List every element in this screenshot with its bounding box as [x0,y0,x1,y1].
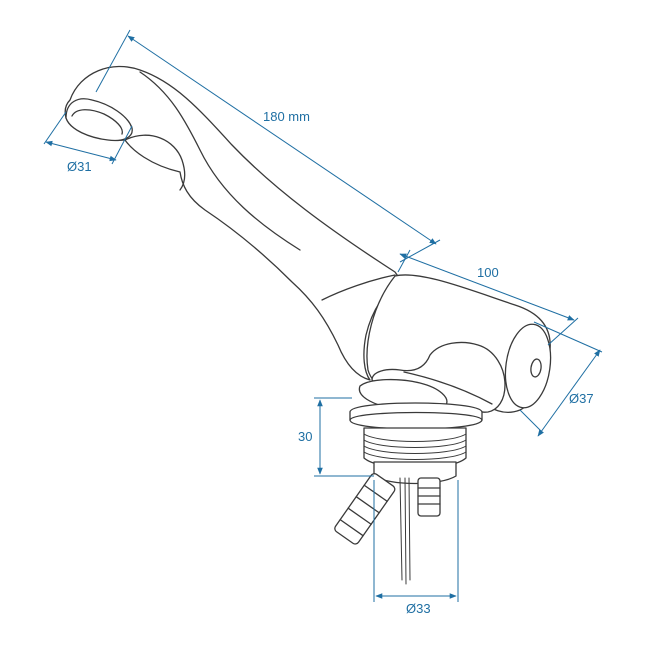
hose-barb-right [417,477,441,517]
hose-barb-left [334,473,396,545]
neck-ring [321,274,396,301]
thread-lines [363,433,467,460]
dim-31 [45,140,117,162]
ext-37-a [533,321,603,353]
locking-nut [373,461,457,485]
mounting-plate [349,402,483,430]
tap-body [64,65,552,585]
dimension-lines [43,29,603,602]
ext-180-a [95,29,131,93]
dim-100 [399,253,575,321]
ext-100-a [397,249,411,273]
wires [399,477,411,585]
dim-180 [127,35,437,245]
dimension-label-thread-height: 30 [298,429,313,444]
aerator-ring [71,109,123,135]
dimension-label-spout-diameter: Ø31 [67,159,92,174]
plate-edge [349,411,483,421]
dimension-label-body-length: 100 [477,265,499,280]
ext-31-a [43,111,67,145]
ext-180-b [399,239,441,263]
ext-100-b [547,317,579,346]
lever-crease [403,371,493,405]
ext-37-b [519,409,543,433]
dimension-label-thread-diameter: Ø33 [406,601,431,616]
dimension-label-spout-length: 180 mm [263,109,310,124]
dim-37 [537,349,601,437]
dimension-label-body-diameter: Ø37 [569,391,594,406]
